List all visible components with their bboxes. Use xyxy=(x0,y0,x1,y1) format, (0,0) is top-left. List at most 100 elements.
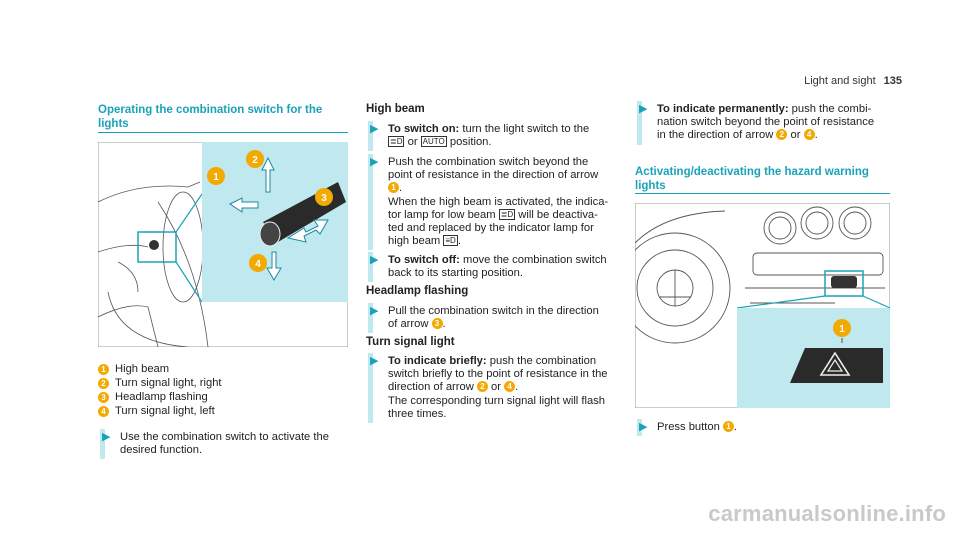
step-text: or xyxy=(404,136,421,149)
step-use-switch: ▶ Use the combination switch to activate… xyxy=(98,428,358,460)
step-text: Use the combination switch to activate t… xyxy=(120,431,329,443)
step-text: back to its starting position. xyxy=(388,267,523,280)
headlamp-flashing-heading: Headlamp flashing xyxy=(366,285,469,297)
page-header: Light and sight 135 xyxy=(804,75,902,87)
step-switch-off: ▶ To switch off: move the combination sw… xyxy=(366,251,621,283)
legend-text: Headlamp flashing xyxy=(115,391,208,403)
step-label: To switch off: xyxy=(388,254,460,266)
step-text: ted and replaced by the indicator lamp f… xyxy=(388,222,594,235)
step-text: in the direction of arrow xyxy=(657,129,777,142)
step-label: To switch on: xyxy=(388,123,460,135)
high-beam-icon: ≡D xyxy=(443,235,458,247)
step-text: Press button xyxy=(657,421,723,433)
legend-item: 4 Turn signal light, left xyxy=(98,404,222,418)
step-text: direction of arrow xyxy=(388,381,477,394)
step-text: . xyxy=(442,318,446,331)
badge-1: 1 xyxy=(839,324,845,335)
legend-text: Turn signal light, left xyxy=(115,405,215,417)
title-line: Operating the combination switch for the xyxy=(98,104,323,116)
combination-switch-figure: 2 1 3 4 xyxy=(98,142,348,347)
step-arrow-icon: ▶ xyxy=(98,428,120,460)
step-text: desired function. xyxy=(120,444,203,457)
legend-badge: 3 xyxy=(98,391,109,403)
title-line: lights xyxy=(635,180,666,192)
step-label: To indicate briefly: xyxy=(388,355,487,367)
ref-badge: 4 xyxy=(803,129,815,141)
step-text: move the combination switch xyxy=(459,254,607,266)
step-text: tor lamp for low beam xyxy=(388,208,499,221)
step-arrow-icon: ▶ xyxy=(366,302,388,334)
step-text: or xyxy=(487,381,505,394)
step-flash: ▶ Pull the combination switch in the dir… xyxy=(366,302,621,334)
legend-item: 3 Headlamp flashing xyxy=(98,390,222,404)
legend-badge: 4 xyxy=(98,405,109,417)
high-beam-heading: High beam xyxy=(366,103,425,115)
step-text: turn the light switch to the xyxy=(459,123,590,135)
title-line: Activating/deactivating the hazard warni… xyxy=(635,166,869,178)
step-arrow-icon: ▶ xyxy=(635,418,657,437)
legend-badge: 2 xyxy=(98,377,109,389)
ref-badge: 3 xyxy=(431,318,443,330)
step-text: . xyxy=(733,421,738,433)
page-number: 135 xyxy=(883,75,902,87)
step-text: three times. xyxy=(388,407,447,420)
step-text: . xyxy=(814,129,818,142)
legend-text: High beam xyxy=(115,363,170,375)
badge-3: 3 xyxy=(321,193,327,204)
step-arrow-icon: ▶ xyxy=(366,352,388,424)
step-text: The corresponding turn signal light will… xyxy=(388,394,606,407)
ref-badge: 2 xyxy=(776,129,788,141)
step-text: will be deactiva- xyxy=(515,208,598,221)
badge-2: 2 xyxy=(252,155,258,166)
hazard-warning-icon xyxy=(790,348,883,383)
step-indicate-briefly: ▶ To indicate briefly: push the combinat… xyxy=(366,352,626,424)
ref-badge: 2 xyxy=(476,381,488,393)
badge-4: 4 xyxy=(255,259,261,270)
step-text: push the combi- xyxy=(788,103,872,115)
ref-badge: 4 xyxy=(504,381,516,393)
step-text: Push the combination switch beyond the xyxy=(388,156,589,168)
badge-1: 1 xyxy=(213,172,219,183)
section-rule xyxy=(635,193,890,194)
figure-badges: 2 1 3 4 xyxy=(207,150,333,272)
section-name: Light and sight xyxy=(804,75,876,87)
step-text: switch briefly to the point of resistanc… xyxy=(388,368,608,381)
step-text: When the high beam is activated, the ind… xyxy=(388,195,609,208)
section-title-hazard: Activating/deactivating the hazard warni… xyxy=(635,165,869,193)
step-text: . xyxy=(457,235,461,248)
legend-item: 1 High beam xyxy=(98,362,222,376)
step-push-switch: ▶ Push the combination switch beyond the… xyxy=(366,153,621,251)
step-text: nation switch beyond the point of resist… xyxy=(657,116,875,129)
step-press-button: ▶ Press button 1. xyxy=(635,418,835,437)
step-switch-on: ▶ To switch on: turn the light switch to… xyxy=(366,120,621,152)
step-arrow-icon: ▶ xyxy=(366,120,388,152)
step-text: push the combination xyxy=(486,355,597,367)
legend-badge: 1 xyxy=(98,363,109,375)
step-text: or xyxy=(787,129,804,142)
watermark: carmanualsonline.info xyxy=(708,501,946,526)
step-label: To indicate permanently: xyxy=(657,103,789,115)
ref-badge: 1 xyxy=(722,421,734,432)
step-text: . xyxy=(399,182,403,195)
hazard-button-figure: 1 xyxy=(635,203,890,408)
step-text: point of resistance in the direction of … xyxy=(388,169,599,182)
step-text: Pull the combination switch in the direc… xyxy=(388,305,599,317)
turn-signal-heading: Turn signal light xyxy=(366,336,455,348)
step-arrow-icon: ▶ xyxy=(366,251,388,283)
step-text: high beam xyxy=(388,235,444,248)
auto-icon: AUTO xyxy=(420,136,447,148)
section-rule xyxy=(98,132,348,133)
low-beam-icon: ≣D xyxy=(498,208,516,220)
low-beam-icon: ≣D xyxy=(388,136,405,148)
step-arrow-icon: ▶ xyxy=(635,101,657,145)
ref-badge: 1 xyxy=(388,182,399,194)
title-line: lights xyxy=(98,118,129,130)
section-title-combination-switch: Operating the combination switch for the… xyxy=(98,103,322,131)
step-arrow-icon: ▶ xyxy=(366,153,388,251)
step-text: of arrow xyxy=(388,318,432,331)
step-text: position. xyxy=(446,136,492,149)
step-text: . xyxy=(515,381,519,394)
step-indicate-permanently: ▶ To indicate permanently: push the comb… xyxy=(635,101,900,145)
